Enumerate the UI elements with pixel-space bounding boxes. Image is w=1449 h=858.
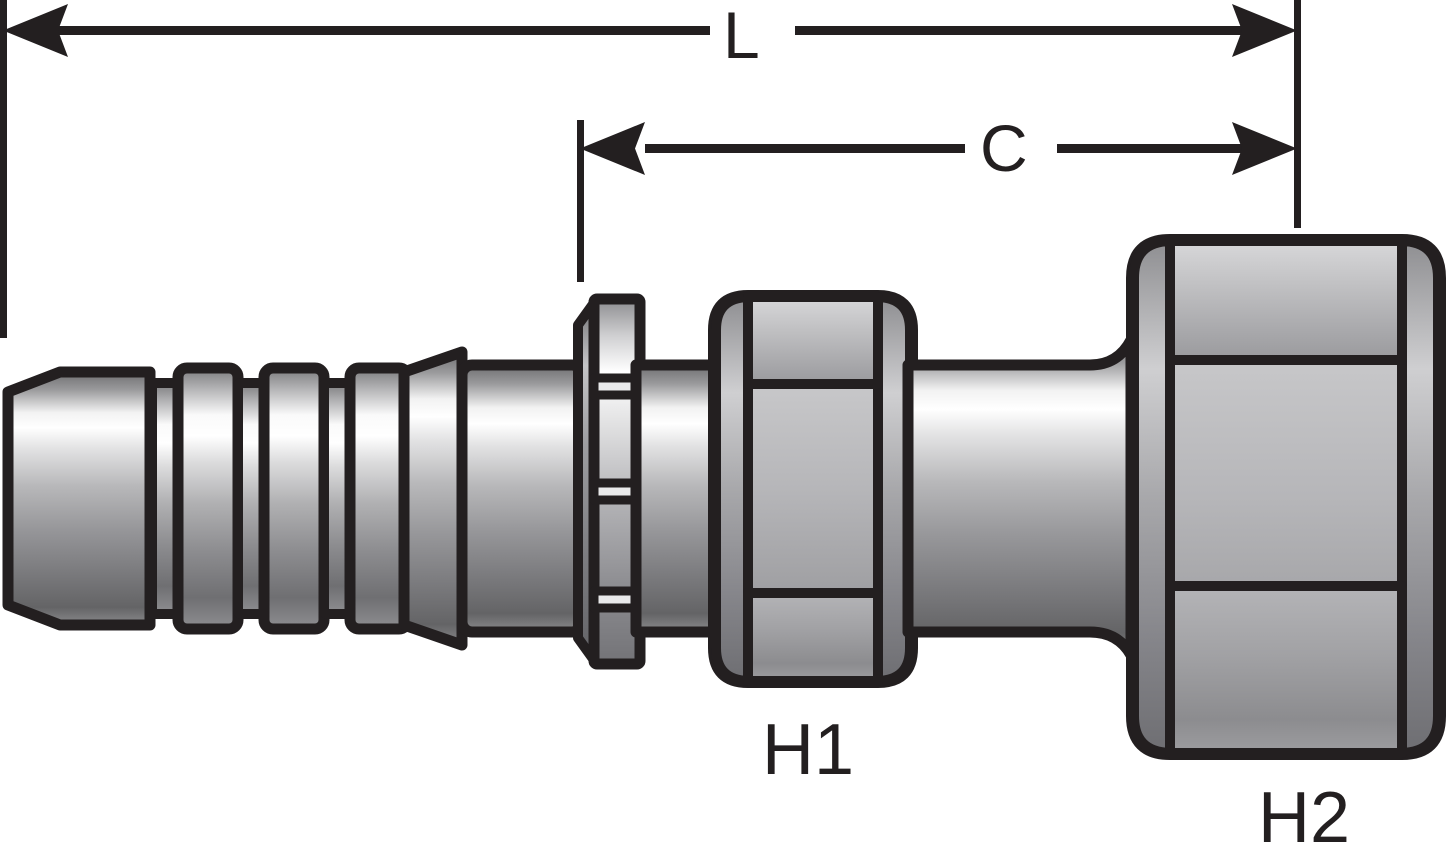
spacer-shaft <box>902 334 1137 661</box>
callout-label-h1: H1 <box>762 710 855 790</box>
dimension-L-line-right <box>795 26 1250 35</box>
dimension-C-arrow-left <box>580 122 645 175</box>
dimension-C-arrow-right <box>1232 122 1297 175</box>
dimension-lines <box>0 0 1301 338</box>
dimension-L-line-left <box>55 26 710 35</box>
dimension-L-arrow-left <box>3 4 68 57</box>
hose-barb-nose <box>2 366 156 631</box>
hex-nut-h2-right-chamfer <box>1397 236 1443 758</box>
stem-shoulder <box>456 359 588 638</box>
dimension-L <box>3 4 1297 57</box>
dimension-C-line-left <box>645 144 965 153</box>
left-extension-line <box>0 0 7 338</box>
hex-nut-h2-top-face <box>1165 236 1407 365</box>
hex-nut-h2-left-chamfer <box>1129 236 1175 758</box>
barb-rib-1 <box>172 362 244 635</box>
dimension-label-C: C <box>980 111 1028 185</box>
collar-extension-line <box>577 120 584 282</box>
dimension-C-line-right <box>1057 144 1252 153</box>
dimension-L-arrow-right <box>1232 4 1297 57</box>
fitting-assembly <box>2 234 1446 760</box>
dimension-label-L: L <box>723 0 760 72</box>
barb-rib-2 <box>258 362 330 635</box>
callout-label-h2: H2 <box>1258 778 1351 858</box>
hex-nut-h2-bottom-face <box>1165 581 1407 758</box>
hex-nut-h1-bottom-face <box>743 588 883 686</box>
dimension-C <box>580 122 1297 175</box>
hex-nut-h1-top-face <box>743 292 883 389</box>
right-extension-line <box>1294 0 1301 228</box>
cone-taper <box>398 346 468 651</box>
